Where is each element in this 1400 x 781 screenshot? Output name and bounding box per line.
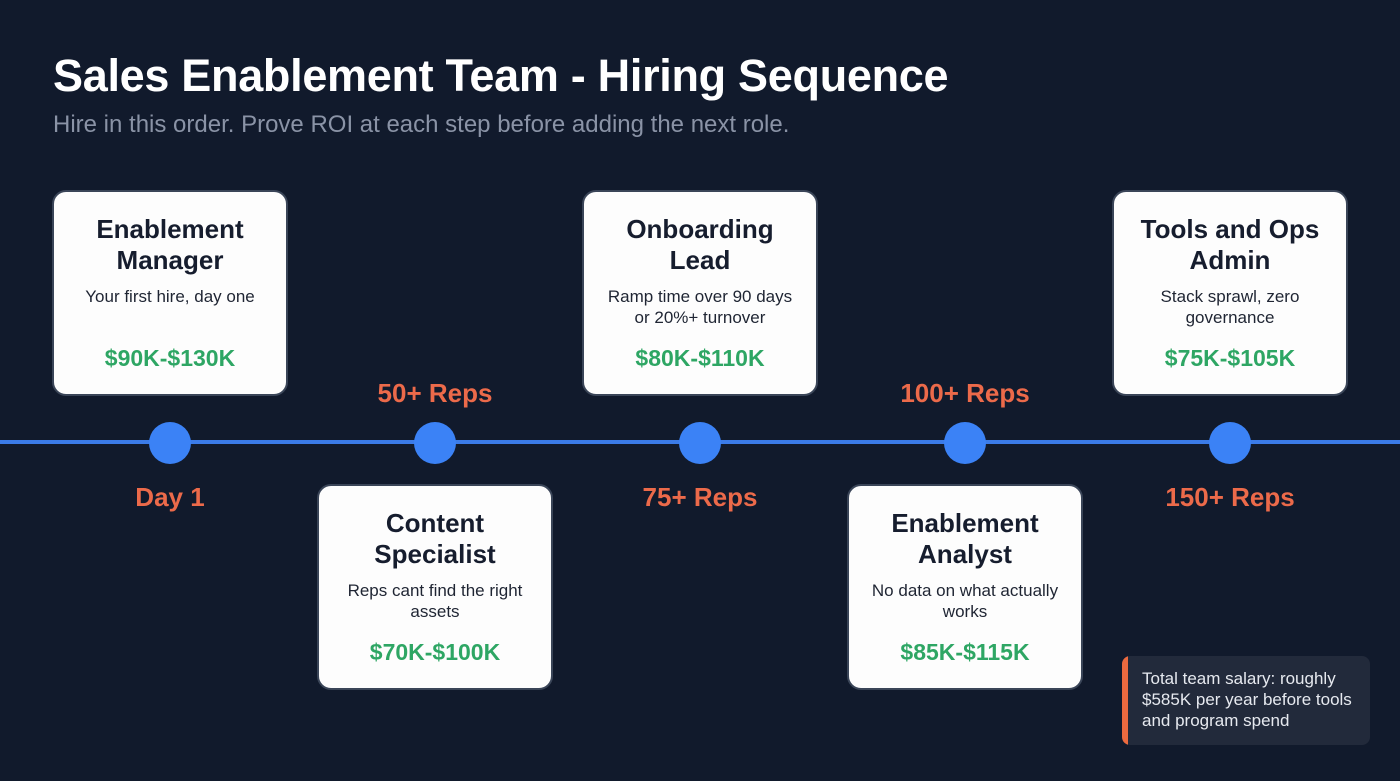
role-description: Your first hire, day one <box>85 287 255 306</box>
role-salary: $90K-$130K <box>104 345 236 371</box>
milestone-label-5: 150+ Reps <box>1165 482 1295 512</box>
role-description: Stack sprawl, zero governance <box>1160 287 1300 327</box>
role-salary: $80K-$110K <box>635 345 765 371</box>
role-description: Reps cant find the right assets <box>347 581 523 621</box>
timeline-node-2 <box>414 422 456 464</box>
page-subtitle: Hire in this order. Prove ROI at each st… <box>53 111 790 138</box>
role-card-onboarding-lead: Onboarding Lead Ramp time over 90 days o… <box>582 190 818 396</box>
total-salary-note: Total team salary: roughly $585K per yea… <box>1122 656 1370 745</box>
timeline-node-4 <box>944 422 986 464</box>
role-card-enablement-analyst: Enablement Analyst No data on what actua… <box>847 484 1083 690</box>
role-salary: $75K-$105K <box>1164 345 1296 371</box>
milestone-label-1: Day 1 <box>135 482 205 512</box>
timeline-node-1 <box>149 422 191 464</box>
role-salary: $85K-$115K <box>900 639 1030 665</box>
role-card-enablement-manager: Enablement Manager Your first hire, day … <box>52 190 288 396</box>
note-accent-bar <box>1122 656 1128 745</box>
role-title: Enablement Analyst <box>891 508 1039 569</box>
milestone-label-2: 50+ Reps <box>377 378 493 408</box>
role-card-content-specialist: Content Specialist Reps cant find the ri… <box>317 484 553 690</box>
role-card-tools-ops-admin: Tools and Ops Admin Stack sprawl, zero g… <box>1112 190 1348 396</box>
role-title: Tools and Ops Admin <box>1140 214 1320 275</box>
role-description: No data on what actually works <box>871 581 1059 621</box>
role-description: Ramp time over 90 days or 20%+ turnover <box>607 287 793 327</box>
page-title: Sales Enablement Team - Hiring Sequence <box>53 50 949 101</box>
role-title: Content Specialist <box>374 508 496 569</box>
milestone-label-3: 75+ Reps <box>642 482 758 512</box>
timeline-node-3 <box>679 422 721 464</box>
milestone-label-4: 100+ Reps <box>900 378 1030 408</box>
role-title: Enablement Manager <box>96 214 244 275</box>
timeline-node-5 <box>1209 422 1251 464</box>
role-title: Onboarding Lead <box>626 214 774 275</box>
note-text: Total team salary: roughly $585K per yea… <box>1142 669 1352 730</box>
role-salary: $70K-$100K <box>369 639 501 665</box>
